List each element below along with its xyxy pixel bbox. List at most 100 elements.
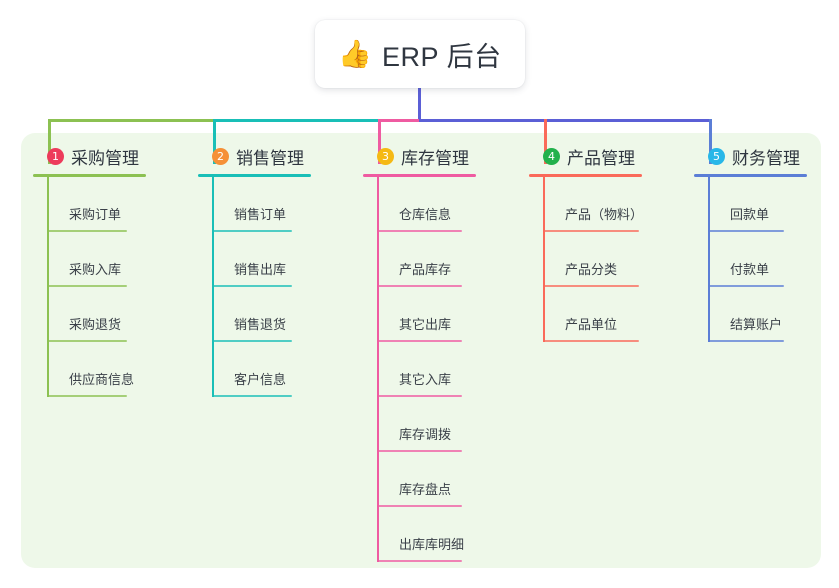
branch-item-underline bbox=[377, 505, 462, 507]
drop-connector-3 bbox=[378, 119, 381, 164]
branch-number-badge: 1 bbox=[47, 147, 64, 165]
branch-item[interactable]: 产品（物料） bbox=[543, 177, 689, 232]
branch-title: 采购管理 bbox=[71, 148, 139, 168]
branch-header-underline bbox=[529, 174, 642, 177]
branch-item-label: 销售订单 bbox=[234, 207, 287, 222]
drop-connector-4 bbox=[544, 119, 547, 164]
branch-item-label: 销售出库 bbox=[234, 262, 287, 277]
diagram-background-panel bbox=[21, 133, 821, 568]
branch-item[interactable]: 回款单 bbox=[708, 177, 834, 232]
branch-item[interactable]: 产品分类 bbox=[543, 232, 689, 287]
branch-item-label: 库存盘点 bbox=[399, 482, 452, 497]
branch-number-badge: 2 bbox=[212, 147, 229, 165]
branch-header-1[interactable]: 1 采购管理 bbox=[33, 144, 183, 168]
branch-item-label: 供应商信息 bbox=[69, 372, 135, 387]
branch-item-label: 其它出库 bbox=[399, 317, 452, 332]
branch-item[interactable]: 供应商信息 bbox=[47, 342, 183, 397]
branch-item-underline bbox=[543, 285, 639, 287]
branch-title: 财务管理 bbox=[732, 148, 800, 168]
branch-item[interactable]: 客户信息 bbox=[212, 342, 348, 397]
thumbs-up-icon: 👍 bbox=[338, 38, 373, 69]
bus-segment-right bbox=[419, 119, 711, 122]
branch-spine bbox=[708, 177, 710, 342]
branch-item-underline bbox=[377, 230, 462, 232]
branch-header-underline bbox=[694, 174, 807, 177]
branch-item-underline bbox=[47, 340, 127, 342]
branch-item[interactable]: 产品单位 bbox=[543, 287, 689, 342]
branch-number-badge: 5 bbox=[708, 147, 725, 165]
branch-title: 销售管理 bbox=[236, 148, 304, 168]
branch-column-5: 5 财务管理回款单付款单结算账户 bbox=[694, 144, 834, 342]
branch-item-list: 产品（物料） 产品分类产品单位 bbox=[543, 177, 689, 342]
branch-item-underline bbox=[377, 560, 462, 562]
branch-item[interactable]: 其它入库 bbox=[377, 342, 513, 397]
branch-item-underline bbox=[543, 230, 639, 232]
root-node-card[interactable]: 👍 ERP 后台 bbox=[315, 20, 525, 88]
root-stem-connector bbox=[418, 88, 421, 122]
bus-segment-3 bbox=[378, 119, 419, 122]
branch-item-label: 仓库信息 bbox=[399, 207, 452, 222]
branch-item-list: 采购订单采购入库采购退货供应商信息 bbox=[47, 177, 183, 397]
branch-item-underline bbox=[708, 285, 784, 287]
branch-item-label: 其它入库 bbox=[399, 372, 452, 387]
drop-connector-2 bbox=[213, 119, 216, 164]
branch-item-underline bbox=[377, 340, 462, 342]
branch-number-badge: 4 bbox=[543, 147, 560, 165]
branch-item-underline bbox=[212, 285, 292, 287]
branch-spine bbox=[543, 177, 545, 342]
branch-item-list: 销售订单销售出库销售退货客户信息 bbox=[212, 177, 348, 397]
branch-item-label: 产品单位 bbox=[565, 317, 618, 332]
branch-item[interactable]: 产品库存 bbox=[377, 232, 513, 287]
branch-item[interactable]: 采购入库 bbox=[47, 232, 183, 287]
branch-header-underline bbox=[363, 174, 476, 177]
branch-item[interactable]: 结算账户 bbox=[708, 287, 834, 342]
branch-spine bbox=[47, 177, 49, 397]
branch-item-underline bbox=[47, 230, 127, 232]
branch-item[interactable]: 销售订单 bbox=[212, 177, 348, 232]
branch-item-label: 出库库明细 bbox=[399, 537, 465, 552]
branch-item-label: 付款单 bbox=[730, 262, 770, 277]
branch-header-underline bbox=[198, 174, 311, 177]
branch-item-label: 产品库存 bbox=[399, 262, 452, 277]
branch-item[interactable]: 出库库明细 bbox=[377, 507, 513, 562]
branch-item-underline bbox=[377, 395, 462, 397]
branch-item-label: 库存调拨 bbox=[399, 427, 452, 442]
branch-item-underline bbox=[377, 450, 462, 452]
branch-item[interactable]: 其它出库 bbox=[377, 287, 513, 342]
branch-item-label: 产品分类 bbox=[565, 262, 618, 277]
branch-item[interactable]: 库存调拨 bbox=[377, 397, 513, 452]
branch-item-underline bbox=[212, 230, 292, 232]
branch-item[interactable]: 销售退货 bbox=[212, 287, 348, 342]
branch-spine bbox=[377, 177, 379, 562]
branch-item[interactable]: 销售出库 bbox=[212, 232, 348, 287]
branch-item-underline bbox=[212, 340, 292, 342]
branch-header-2[interactable]: 2 销售管理 bbox=[198, 144, 348, 168]
branch-item[interactable]: 付款单 bbox=[708, 232, 834, 287]
branch-item[interactable]: 采购退货 bbox=[47, 287, 183, 342]
drop-connector-5 bbox=[709, 119, 712, 164]
branch-item-underline bbox=[708, 230, 784, 232]
branch-item[interactable]: 库存盘点 bbox=[377, 452, 513, 507]
branch-item[interactable]: 采购订单 bbox=[47, 177, 183, 232]
branch-item-underline bbox=[212, 395, 292, 397]
branch-column-1: 1 采购管理采购订单采购入库采购退货供应商信息 bbox=[33, 144, 183, 397]
branch-header-underline bbox=[33, 174, 146, 177]
branch-column-2: 2 销售管理销售订单销售出库销售退货客户信息 bbox=[198, 144, 348, 397]
branch-item-label: 采购入库 bbox=[69, 262, 122, 277]
branch-item[interactable]: 仓库信息 bbox=[377, 177, 513, 232]
branch-item-label: 回款单 bbox=[730, 207, 770, 222]
branch-number-badge: 3 bbox=[377, 147, 394, 165]
branch-item-label: 产品（物料） bbox=[565, 207, 644, 222]
branch-item-underline bbox=[543, 340, 639, 342]
branch-item-label: 销售退货 bbox=[234, 317, 287, 332]
branch-item-underline bbox=[47, 395, 127, 397]
branch-header-5[interactable]: 5 财务管理 bbox=[694, 144, 834, 168]
branch-item-underline bbox=[377, 285, 462, 287]
bus-segment-2 bbox=[213, 119, 380, 122]
branch-item-label: 客户信息 bbox=[234, 372, 287, 387]
branch-item-label: 采购退货 bbox=[69, 317, 122, 332]
